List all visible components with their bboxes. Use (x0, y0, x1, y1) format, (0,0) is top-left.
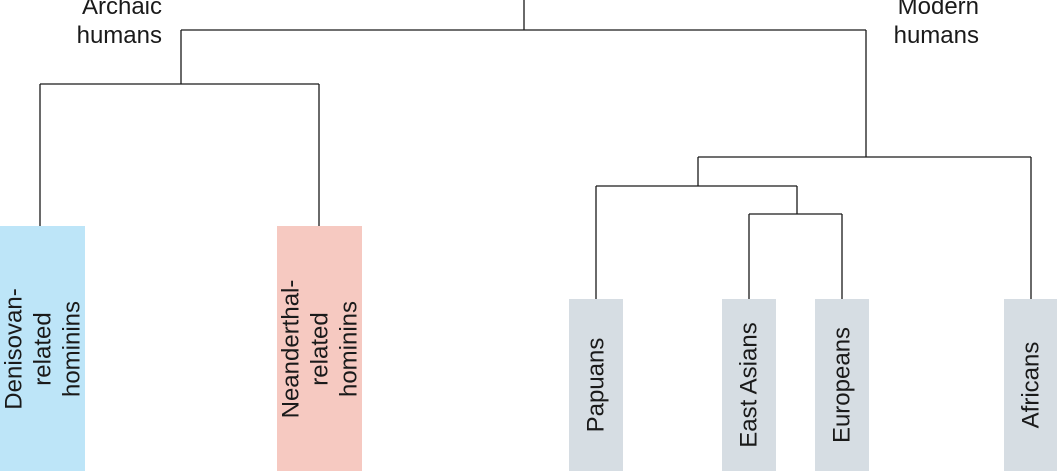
leaf-east-asians: East Asians (722, 299, 776, 471)
leaf-label-east-asians: East Asians (735, 322, 763, 448)
leaf-neanderthal: Neanderthal- related hominins (277, 226, 362, 471)
leaf-africans: Africans (1004, 299, 1057, 471)
leaf-denisovan: Denisovan- related hominins (0, 226, 85, 471)
leaf-label-denisovan: Denisovan- related hominins (0, 287, 85, 410)
modern-humans-label: Modern humans (893, 0, 979, 49)
leaf-label-neanderthal: Neanderthal- related hominins (277, 279, 362, 418)
leaf-europeans: Europeans (815, 299, 869, 471)
archaic-humans-label: Archaic humans (76, 0, 162, 49)
leaf-label-papuans: Papuans (582, 337, 610, 433)
leaf-papuans: Papuans (569, 299, 623, 471)
leaf-label-europeans: Europeans (828, 326, 856, 444)
leaf-label-africans: Africans (1017, 341, 1044, 429)
